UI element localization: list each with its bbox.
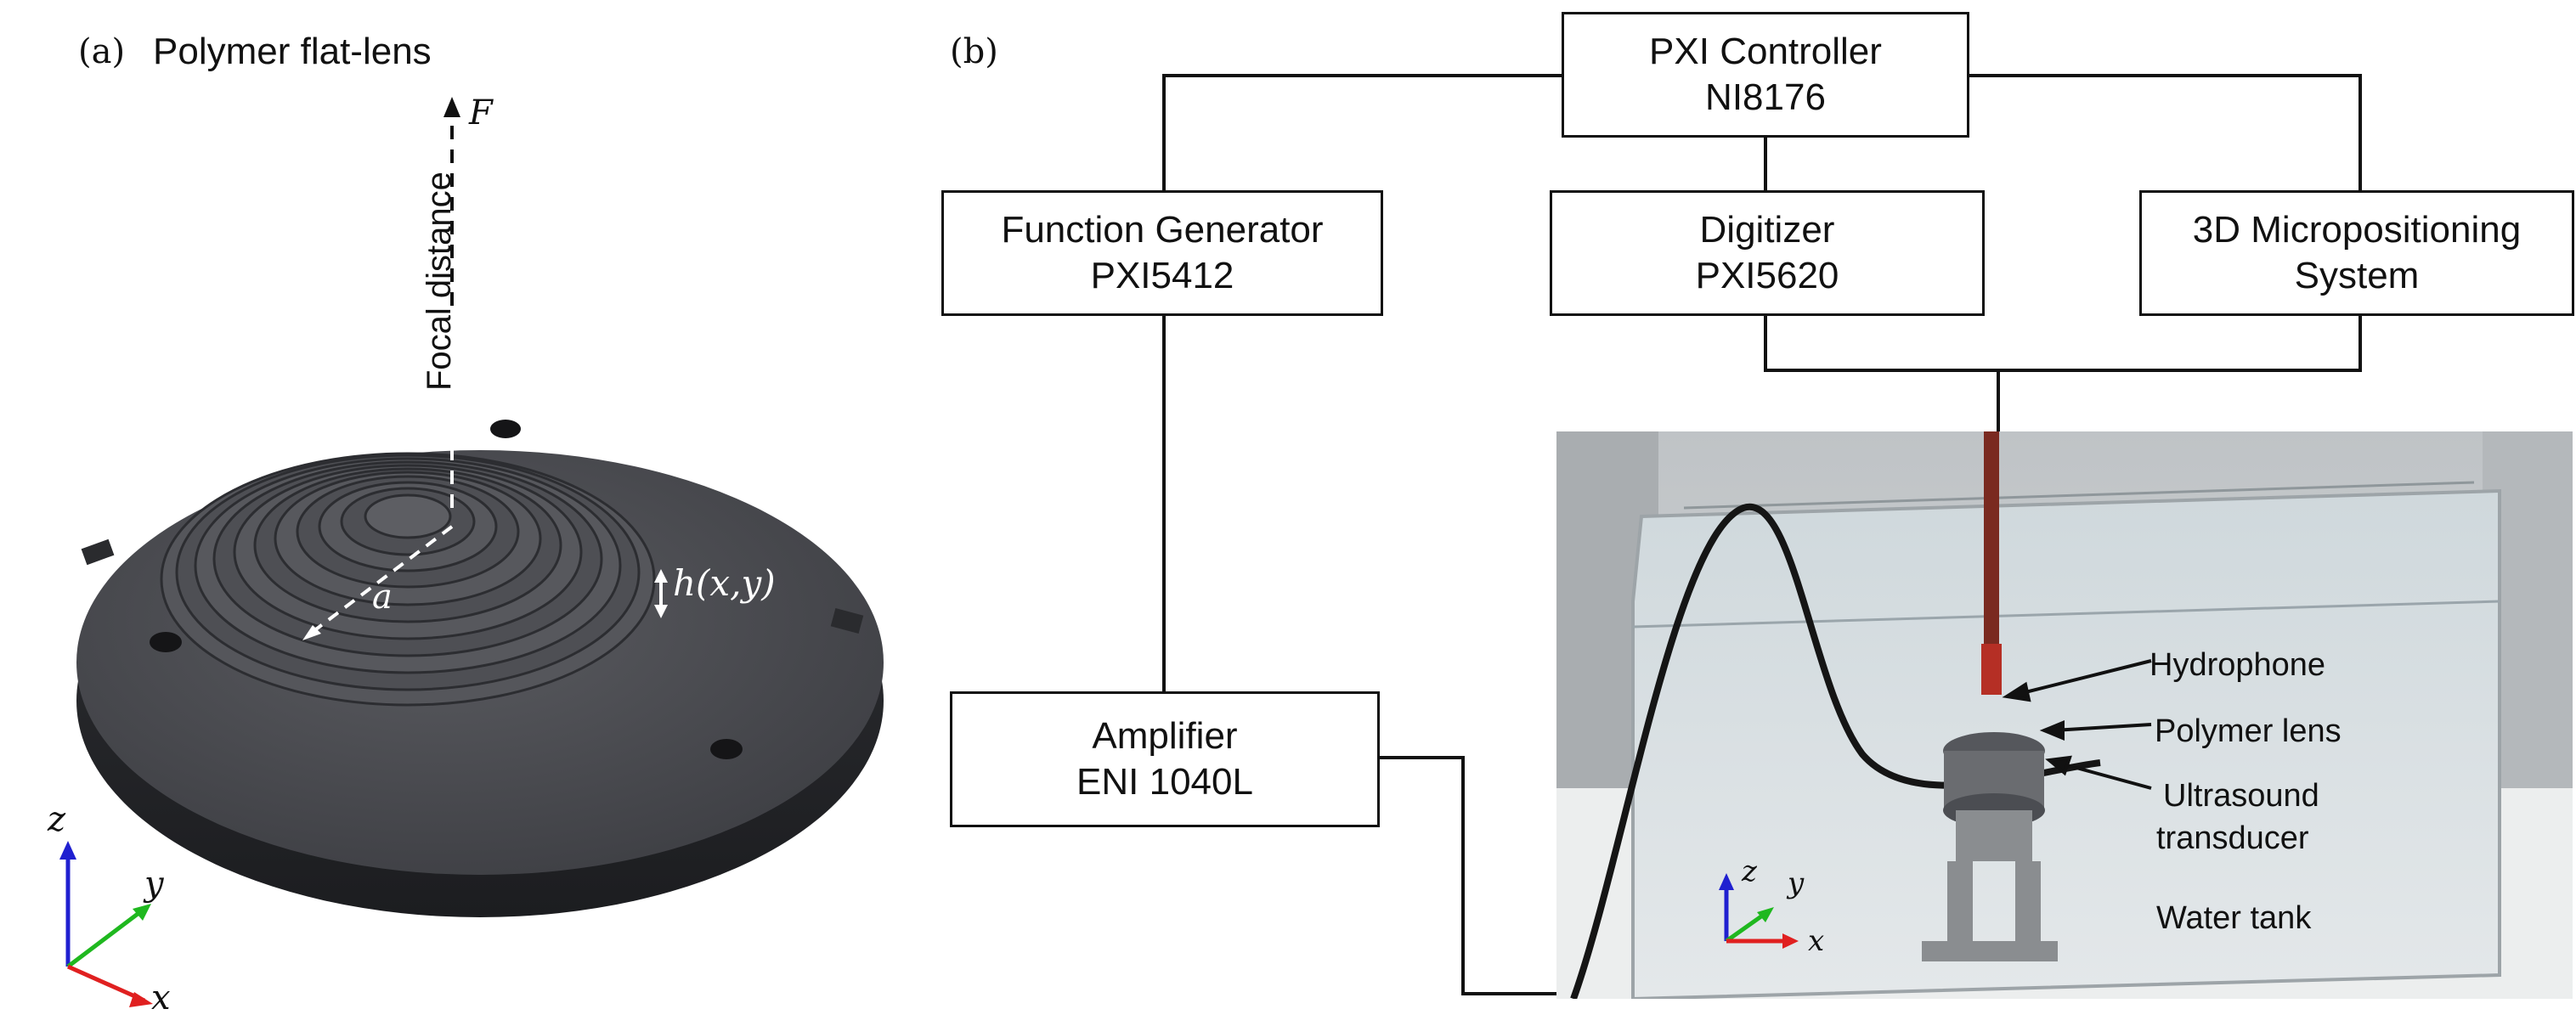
y-axis-arrow bbox=[66, 907, 146, 968]
transducer-label: transducer bbox=[2156, 820, 2309, 856]
function-generator-model: PXI5412 bbox=[1090, 255, 1234, 296]
panel-a-title: Polymer flat-lens bbox=[153, 31, 432, 72]
digitizer-block: Digitizer PXI5620 bbox=[1550, 190, 1985, 316]
micropositioning-subtitle: System bbox=[2294, 255, 2420, 296]
tank-axis-label-y: y bbox=[1788, 866, 1805, 900]
hydrophone-rod bbox=[1984, 431, 1999, 648]
height-label: h(x,y) bbox=[673, 562, 776, 604]
amplifier-title: Amplifier bbox=[1092, 715, 1238, 757]
amplifier-model: ENI 1040L bbox=[1076, 761, 1253, 803]
focal-distance-label: Focal distance bbox=[421, 172, 458, 391]
lens-rings bbox=[160, 452, 656, 707]
pxi-controller-title: PXI Controller bbox=[1649, 31, 1882, 72]
connector-ctrl-to-fg-down bbox=[1162, 74, 1166, 191]
axis-label-z: z bbox=[48, 800, 66, 839]
focal-axis-label: F bbox=[469, 93, 493, 132]
amplifier-block: Amplifier ENI 1040L bbox=[950, 691, 1380, 827]
connector-ctrl-to-micro-down bbox=[2359, 74, 2362, 191]
pxi-controller-model: NI8176 bbox=[1705, 76, 1826, 118]
mount-hole bbox=[710, 739, 743, 759]
water-tank-label: Water tank bbox=[2156, 900, 2312, 936]
flat-lens-photo bbox=[59, 97, 884, 1007]
callout-arrows bbox=[2002, 659, 2152, 790]
x-axis-arrow bbox=[66, 964, 146, 1003]
notch-right bbox=[830, 607, 864, 634]
notch-left bbox=[81, 538, 115, 566]
panel-a-label: (a) bbox=[78, 32, 126, 71]
water-surface bbox=[1632, 600, 2500, 629]
ultrasound-label: Ultrasound bbox=[2163, 778, 2319, 814]
tank-axis-label-x: x bbox=[1808, 924, 1825, 958]
radius-label: a bbox=[372, 578, 393, 617]
digitizer-model: PXI5620 bbox=[1695, 255, 1839, 296]
connector-amp-down bbox=[1461, 756, 1465, 995]
micropositioning-block: 3D Micropositioning System bbox=[2139, 190, 2574, 316]
function-generator-block: Function Generator PXI5412 bbox=[941, 190, 1383, 316]
mount-hole bbox=[490, 420, 521, 438]
tank-axis-label-z: z bbox=[1742, 854, 1757, 888]
connector-to-tank bbox=[1997, 369, 2000, 435]
panel-b-label: (b) bbox=[950, 32, 998, 71]
connector-digitizer-down bbox=[1764, 314, 1767, 372]
connector-fg-to-amp bbox=[1162, 314, 1166, 693]
mount-hole bbox=[150, 632, 182, 652]
connector-micro-down bbox=[2359, 314, 2362, 372]
digitizer-title: Digitizer bbox=[1699, 209, 1835, 251]
micropositioning-title: 3D Micropositioning bbox=[2192, 209, 2522, 251]
y-axis-arrow bbox=[1725, 910, 1769, 944]
connector-amp-right bbox=[1378, 756, 1463, 759]
tank-glass bbox=[1631, 488, 2501, 999]
focal-axis-arrowhead bbox=[443, 97, 460, 117]
transducer-mount bbox=[1922, 810, 2058, 961]
hydrophone-label: Hydrophone bbox=[2149, 647, 2326, 683]
connector-amp-to-tank bbox=[1461, 992, 1562, 995]
radius-arrow bbox=[304, 525, 454, 639]
pxi-controller-block: PXI Controller NI8176 bbox=[1562, 12, 1969, 138]
axis-label-y: y bbox=[144, 865, 164, 904]
connector-ctrl-to-digitizer bbox=[1764, 138, 1767, 192]
polymer-lens-label: Polymer lens bbox=[2155, 713, 2342, 749]
axis-label-x: x bbox=[151, 978, 171, 1018]
connector-ctrl-to-micro-top bbox=[1969, 74, 2362, 77]
water-tank-photo bbox=[1556, 431, 2573, 999]
function-generator-title: Function Generator bbox=[1001, 209, 1324, 251]
connector-ctrl-to-fg-top bbox=[1162, 74, 1562, 77]
connector-bottom-bar bbox=[1764, 369, 2362, 372]
